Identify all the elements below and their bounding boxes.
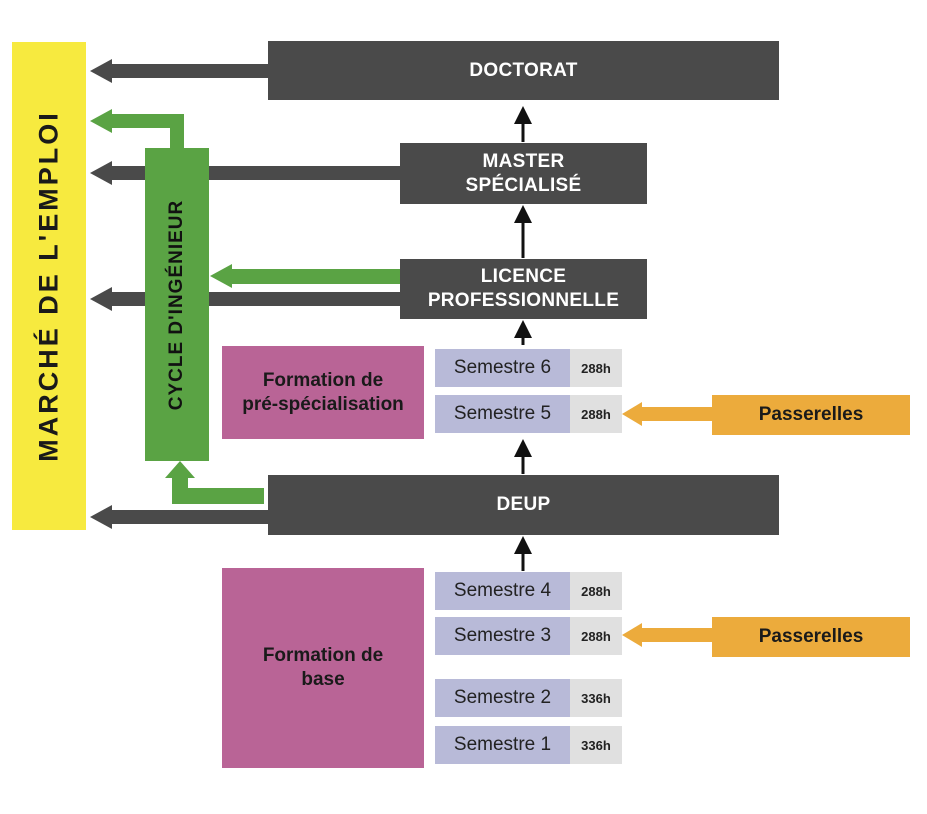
- semester-2-label: Semestre 2: [435, 679, 570, 717]
- master-box: MASTER SPÉCIALISÉ: [400, 143, 647, 204]
- master-line1: MASTER: [482, 150, 565, 172]
- semester-6-label: Semestre 6: [435, 349, 570, 387]
- master-line2: SPÉCIALISÉ: [465, 174, 582, 196]
- semester-3-label: Semestre 3: [435, 617, 570, 655]
- semester-4-label: Semestre 4: [435, 572, 570, 610]
- passerelles-box-lower: Passerelles: [712, 617, 910, 657]
- licence-line2: PROFESSIONNELLE: [427, 290, 620, 311]
- semester-6-hours: 288h: [570, 349, 622, 387]
- pre-specialisation-line2: pré-spécialisation: [242, 393, 404, 415]
- semester-4-hours: 288h: [570, 572, 622, 610]
- deup-label: DEUP: [496, 494, 551, 515]
- engineering-cycle-box: CYCLE D'INGÉNIEUR: [145, 148, 209, 461]
- base-training-line2: base: [301, 669, 345, 690]
- semester-1-hours: 336h: [570, 726, 622, 764]
- semester-1-label: Semestre 1: [435, 726, 570, 764]
- doctorat-label: DOCTORAT: [469, 59, 578, 81]
- market-arrows: [90, 59, 402, 529]
- engineering-cycle-label: CYCLE D'INGÉNIEUR: [166, 199, 187, 410]
- pre-specialisation-line1: Formation de: [262, 369, 384, 391]
- job-market-box: MARCHÉ DE L'EMPLOI: [12, 42, 86, 530]
- licence-line1: LICENCE: [480, 266, 567, 287]
- base-training-box: Formation de base: [222, 568, 424, 768]
- deup-box: DEUP: [268, 475, 779, 535]
- pre-specialisation-box: Formation de pré-spécialisation: [222, 346, 424, 439]
- base-training-line1: Formation de: [262, 645, 384, 666]
- job-market-label: MARCHÉ DE L'EMPLOI: [33, 110, 64, 462]
- doctorat-box: DOCTORAT: [268, 41, 779, 100]
- licence-box: LICENCE PROFESSIONNELLE: [400, 259, 647, 319]
- semester-5-hours: 288h: [570, 395, 622, 433]
- semester-5-label: Semestre 5: [435, 395, 570, 433]
- semester-3-hours: 288h: [570, 617, 622, 655]
- green-arrows: [90, 109, 402, 504]
- semester-2-hours: 336h: [570, 679, 622, 717]
- passerelles-arrows: [622, 402, 712, 647]
- passerelles-box-upper: Passerelles: [712, 395, 910, 435]
